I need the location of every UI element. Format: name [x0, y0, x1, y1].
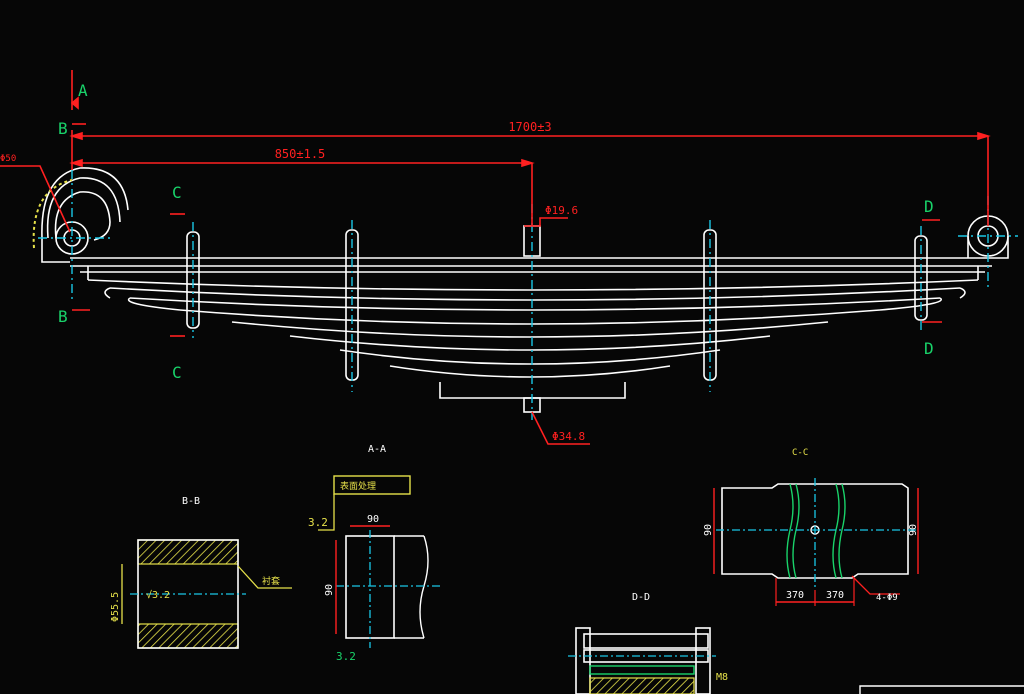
- view-cc-width-left: 90: [703, 524, 714, 536]
- view-dd: D-D M8: [568, 592, 728, 694]
- view-cc-dim-left: 370: [786, 590, 804, 601]
- view-aa-title: A-A: [368, 444, 386, 455]
- center-bolt-dim: Φ19.6: [545, 204, 578, 217]
- bushing-hatch-top: [137, 539, 239, 565]
- view-dd-note: M8: [716, 672, 728, 683]
- view-bb: B-B Φ55.5 衬套 √3.2: [110, 496, 292, 649]
- title-block-corner: [859, 685, 1024, 694]
- view-aa-roughness-1: 3.2: [308, 516, 328, 529]
- view-aa: A-A 表面处理 90 90 3.2 3.2: [308, 444, 440, 663]
- view-cc-note: 4-Φ9: [876, 593, 898, 603]
- spring-clips: [186, 225, 928, 413]
- view-bb-title: B-B: [182, 496, 200, 507]
- section-mark-c-top: C: [172, 183, 182, 202]
- clip-1: [186, 231, 200, 329]
- view-aa-dim-top: 90: [367, 514, 379, 525]
- dimension-lines: [0, 70, 991, 445]
- section-mark-a: A: [78, 81, 88, 100]
- view-bb-roughness: √3.2: [146, 589, 170, 601]
- center-hole-dim: Φ34.8: [552, 430, 585, 443]
- view-cc-title: C-C: [792, 448, 808, 458]
- left-spring-eye: [41, 167, 129, 263]
- view-aa-dim-side: 90: [324, 584, 335, 596]
- section-mark-b-top: B: [58, 119, 68, 138]
- overall-length-dim: 1700±3: [508, 120, 551, 134]
- section-marks: A B B C C D D: [58, 81, 934, 382]
- centerlines: [38, 170, 1018, 420]
- half-length-dim: 850±1.5: [275, 147, 326, 161]
- section-mark-d-bottom: D: [924, 339, 934, 358]
- view-cc-dim-right: 370: [826, 590, 844, 601]
- view-dd-title: D-D: [632, 592, 650, 603]
- view-bb-dim: Φ55.5: [110, 592, 121, 622]
- section-mark-c-bottom: C: [172, 363, 182, 382]
- leaf-spring-elevation: [70, 257, 992, 399]
- view-cc: C-C 90 90 370 370 4-Φ9: [703, 448, 919, 606]
- bushing-hatch-bottom: [137, 623, 239, 649]
- view-aa-roughness-2: 3.2: [336, 650, 356, 663]
- view-bb-note: 衬套: [262, 575, 280, 587]
- clip-4: [914, 235, 928, 321]
- section-mark-b-bottom: B: [58, 307, 68, 326]
- eye-diameter-dim: Φ50: [0, 154, 16, 164]
- view-cc-width-right: 90: [908, 524, 919, 536]
- section-mark-d-top: D: [924, 197, 934, 216]
- view-aa-note: 表面处理: [340, 480, 376, 492]
